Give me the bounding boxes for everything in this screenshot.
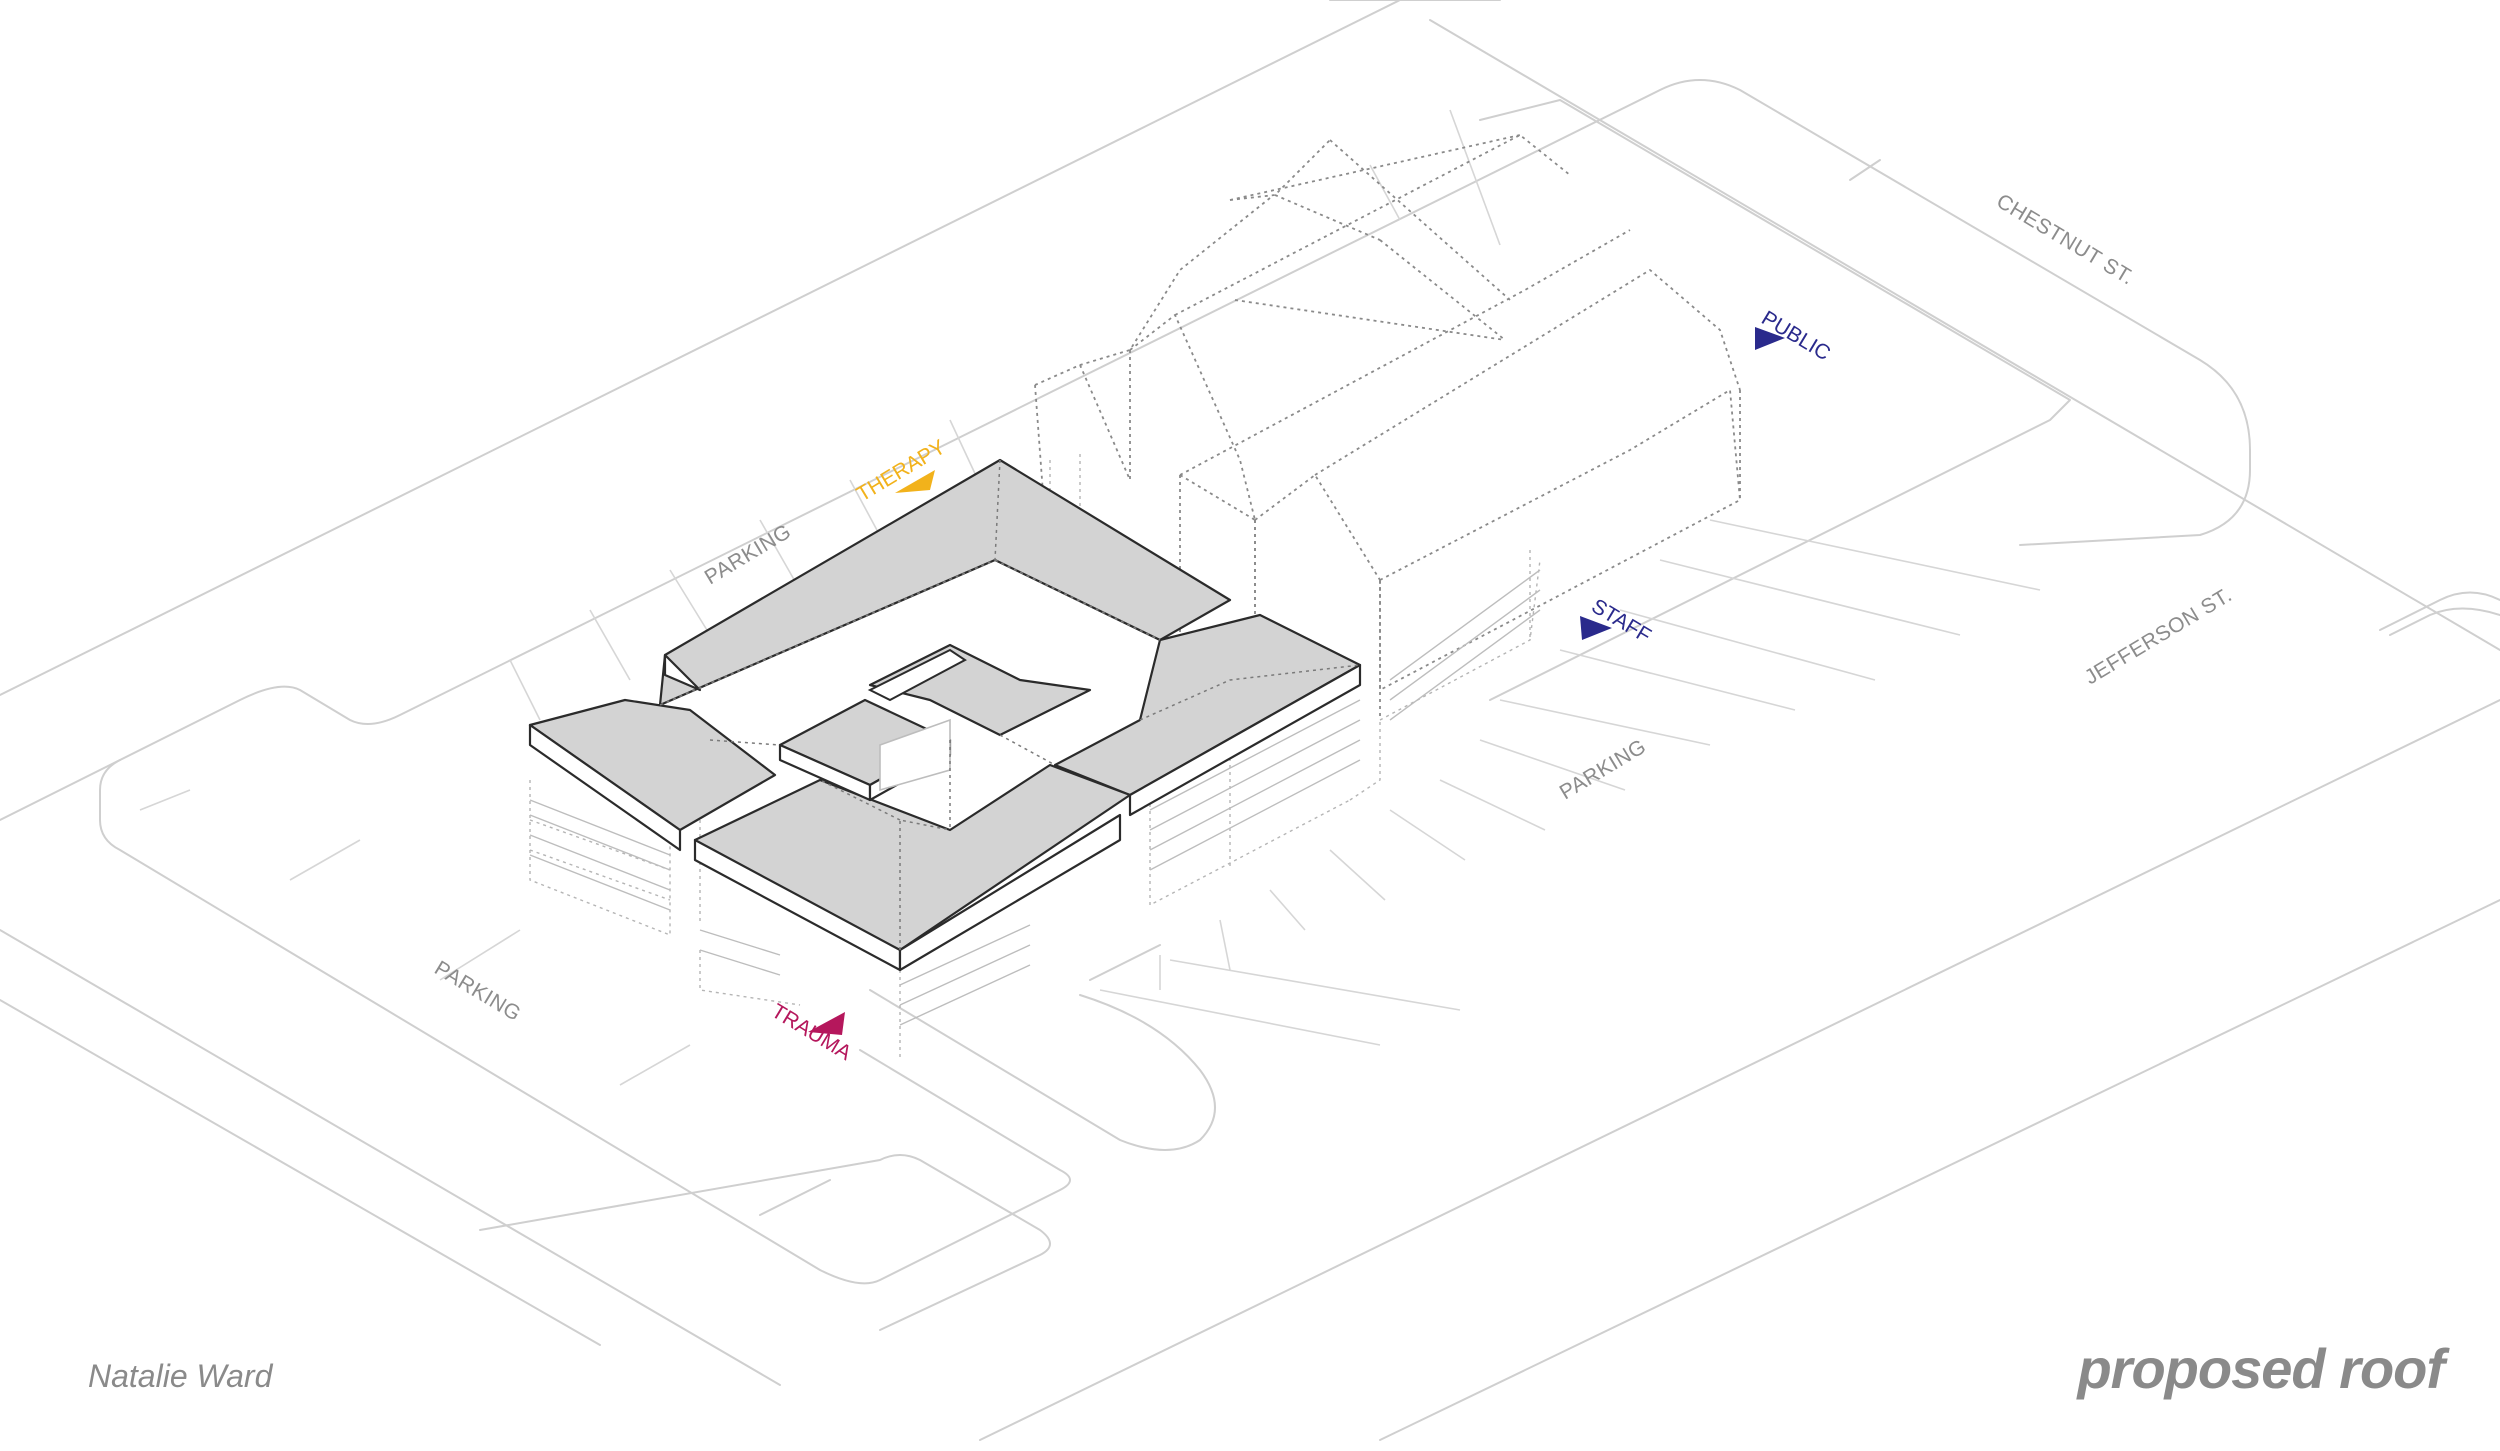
label-staff: STAFF — [1587, 595, 1655, 648]
author-credit: Natalie Ward — [88, 1358, 273, 1394]
parking-stalls-north — [509, 109, 1501, 721]
label-parking-east: PARKING — [1556, 735, 1651, 804]
therapy-entry-arrow — [895, 470, 935, 493]
label-jefferson-st: JEFFERSON ST. — [2081, 583, 2236, 689]
staff-entry-arrow — [1580, 616, 1612, 640]
existing-building-wireframe — [1034, 134, 1741, 720]
drawing-title: proposed roof — [2077, 1337, 2445, 1400]
public-entry-arrow — [1755, 327, 1785, 350]
trauma-entry-arrow — [808, 1012, 845, 1035]
parking-stalls-east — [1099, 519, 2041, 1046]
parking-stalls-west — [139, 789, 691, 1086]
label-parking-north: PARKING — [701, 520, 796, 589]
label-therapy: THERAPY — [853, 435, 950, 506]
proposed-roof — [528, 458, 1362, 972]
entry-markers — [808, 327, 1785, 1035]
site-labels: CHESTNUT ST. JEFFERSON ST. PARKING PARKI… — [430, 190, 2236, 1065]
label-parking-west: PARKING — [430, 957, 525, 1026]
label-chestnut-st: CHESTNUT ST. — [1992, 190, 2138, 290]
